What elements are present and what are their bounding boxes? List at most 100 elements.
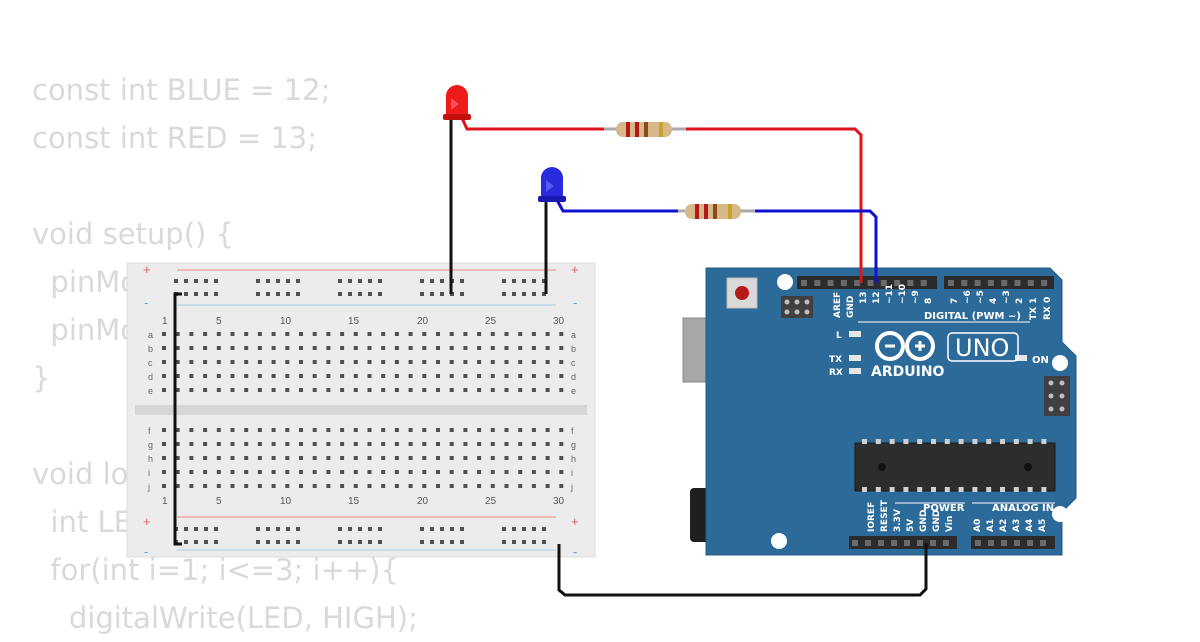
- row-letter: b: [571, 344, 576, 354]
- pin-label: 2: [1015, 298, 1025, 304]
- breadboard[interactable]: + + - - + + - - 1 5 10 15 20 25 30 1 5 1…: [126, 262, 596, 559]
- brand-label: ARDUINO: [871, 364, 945, 380]
- reset-button-cap[interactable]: [735, 286, 749, 300]
- arduino-uno-board[interactable]: AREF GND 13 12 ~11 ~10 ~9 8 7 ~6 ~5 4 ~3…: [682, 267, 1077, 556]
- pin-label: 7: [950, 298, 960, 304]
- blue-wire[interactable]: [751, 209, 878, 283]
- pin-label: ~6: [963, 290, 973, 304]
- row-letter: c: [571, 358, 576, 368]
- resistor-icon[interactable]: [604, 122, 686, 137]
- pin-label: 4: [989, 298, 999, 304]
- black-wire[interactable]: [557, 543, 928, 597]
- column-number: 25: [485, 316, 497, 327]
- red-led-icon[interactable]: [443, 85, 471, 120]
- breadboard-holes: [162, 279, 564, 544]
- column-number: 20: [417, 316, 429, 327]
- blue-wire[interactable]: [555, 199, 683, 213]
- row-letter: b: [148, 344, 153, 354]
- row-letter: i: [148, 468, 150, 478]
- pin-label: A5: [1038, 519, 1048, 532]
- pin-label: ~5: [976, 290, 986, 304]
- column-number: 1: [162, 496, 168, 507]
- code-line: digitalWrite(LED, HIGH);: [32, 601, 418, 635]
- rail-minus-label: -: [573, 295, 577, 310]
- row-letter: a: [571, 330, 576, 340]
- led-l-label: L: [836, 331, 842, 341]
- column-number: 15: [348, 496, 360, 507]
- column-number: 15: [348, 316, 360, 327]
- model-label: UNO: [955, 334, 1009, 362]
- row-letter: i: [571, 468, 573, 478]
- code-line: void setup() {: [32, 217, 234, 251]
- column-number: 10: [280, 316, 292, 327]
- resistor-icon[interactable]: [678, 204, 755, 219]
- pin-label: ~11: [885, 284, 895, 304]
- icsp-header: [781, 296, 813, 318]
- row-letter: e: [571, 386, 576, 396]
- pin-label: 5V: [906, 519, 916, 532]
- column-number: 25: [485, 496, 497, 507]
- pin-label: A1: [986, 519, 996, 532]
- row-letter: d: [571, 372, 576, 382]
- led-rx-label: RX: [829, 368, 843, 378]
- row-letter: d: [148, 372, 153, 382]
- pin-label: RX 0: [1043, 297, 1053, 320]
- wires[interactable]: [173, 117, 928, 597]
- row-letter: j: [147, 482, 150, 492]
- red-wire[interactable]: [682, 127, 863, 283]
- pin-label: 8: [924, 298, 934, 304]
- on-label: ON: [1032, 355, 1049, 366]
- pin-label: A3: [1012, 519, 1022, 532]
- pin-label: TX 1: [1029, 298, 1039, 320]
- column-number: 5: [216, 496, 222, 507]
- pin-label: ~10: [898, 284, 908, 304]
- rail-minus-label: -: [144, 544, 148, 559]
- row-letter: j: [570, 482, 573, 492]
- pin-label: 13: [859, 291, 869, 304]
- column-number: 10: [280, 496, 292, 507]
- analog-header-label: ANALOG IN: [992, 503, 1054, 514]
- power-pin-labels: IOREF RESET 3.3V 5V GND GND Vin: [867, 499, 955, 532]
- pin-label: A4: [1025, 519, 1035, 532]
- red-wire[interactable]: [460, 117, 608, 131]
- code-line: const int BLUE = 12;: [32, 73, 331, 107]
- pin-label: Vin: [945, 516, 955, 532]
- blue-led-icon[interactable]: [538, 167, 566, 202]
- row-letter: h: [571, 454, 576, 464]
- rail-plus-label: +: [143, 262, 151, 277]
- column-number: 30: [553, 496, 565, 507]
- reset-button[interactable]: [726, 277, 758, 309]
- code-line: const int RED = 13;: [32, 121, 318, 155]
- column-number: 5: [216, 316, 222, 327]
- icsp-header-right: [1044, 376, 1070, 416]
- pin-label: AREF: [833, 292, 843, 318]
- digital-header-right: [944, 276, 1054, 289]
- pin-label: A2: [999, 519, 1009, 532]
- row-letter: a: [148, 330, 153, 340]
- row-letter: e: [148, 386, 153, 396]
- column-number: 30: [553, 316, 565, 327]
- rail-minus-label: -: [144, 295, 148, 310]
- column-number: 20: [417, 496, 429, 507]
- row-letter: h: [148, 454, 153, 464]
- row-letter: f: [571, 426, 574, 436]
- power-header-label: POWER: [923, 503, 965, 514]
- pin-label: GND: [846, 296, 856, 318]
- rail-minus-label: -: [573, 544, 577, 559]
- row-letter: g: [148, 440, 153, 450]
- rail-plus-label: +: [571, 514, 579, 529]
- pin-label: ~9: [911, 290, 921, 304]
- pin-label: GND: [932, 510, 942, 532]
- pin-label: IOREF: [867, 502, 877, 532]
- pin-label: GND: [919, 510, 929, 532]
- digital-header-label: DIGITAL (PWM ~): [924, 311, 1021, 322]
- arduino-infinity-logo-icon: [875, 331, 935, 361]
- black-wire[interactable]: [173, 292, 182, 546]
- row-letter: c: [148, 358, 153, 368]
- pin-label: RESET: [880, 499, 890, 532]
- microcontroller-chip: [854, 442, 1056, 492]
- column-number: 1: [162, 316, 168, 327]
- row-letter: f: [148, 426, 151, 436]
- code-line: }: [32, 361, 51, 395]
